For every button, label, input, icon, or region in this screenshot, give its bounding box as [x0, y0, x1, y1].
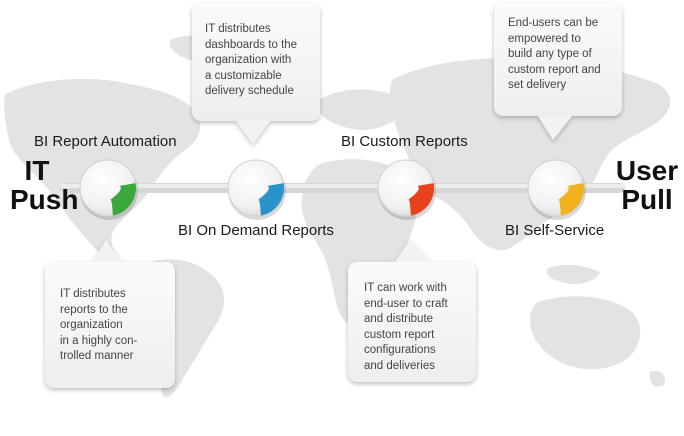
timeline-node-on-demand-reports	[227, 159, 286, 220]
accent-wedge-report-automation	[110, 183, 136, 216]
stage-label-self-service: BI Self-Service	[505, 222, 605, 239]
callout-bubble-report-automation	[45, 240, 175, 388]
callout-text-report-automation: IT distributes reports to the organizati…	[60, 288, 138, 362]
timeline-node-report-automation	[79, 159, 138, 220]
callout-bubble-on-demand-reports	[192, 3, 320, 144]
stage-label-report-automation: BI Report Automation	[34, 133, 177, 150]
accent-wedge-on-demand-reports	[258, 183, 285, 216]
timeline-node-self-service	[527, 159, 586, 220]
callout-text-on-demand-reports: IT distributes dashboards to the organiz…	[205, 23, 298, 97]
callout-bubble-self-service	[494, 3, 622, 140]
user-pull-line1: User	[615, 155, 679, 186]
timeline-nodes	[79, 159, 586, 220]
it-push-line1: IT	[24, 155, 50, 186]
callout-text-custom-reports: IT can work with end-user to craft and d…	[364, 282, 448, 372]
stage-label-custom-reports: BI Custom Reports	[341, 133, 468, 150]
accent-wedge-self-service	[558, 183, 584, 216]
it-push-line2: Push	[10, 184, 79, 215]
stage-label-on-demand-reports: BI On Demand Reports	[178, 222, 334, 239]
timeline-node-custom-reports	[377, 159, 436, 220]
callout-bubbles	[45, 3, 622, 388]
callout-text-self-service: End-users can be empowered to build any …	[508, 17, 601, 91]
accent-wedge-custom-reports	[408, 183, 434, 216]
user-pull-label: User Pull	[613, 156, 681, 214]
user-pull-line2: Pull	[621, 184, 673, 215]
callout-bubble-custom-reports	[348, 240, 476, 382]
timeline-line	[60, 183, 625, 193]
it-push-label: IT Push	[10, 155, 79, 215]
